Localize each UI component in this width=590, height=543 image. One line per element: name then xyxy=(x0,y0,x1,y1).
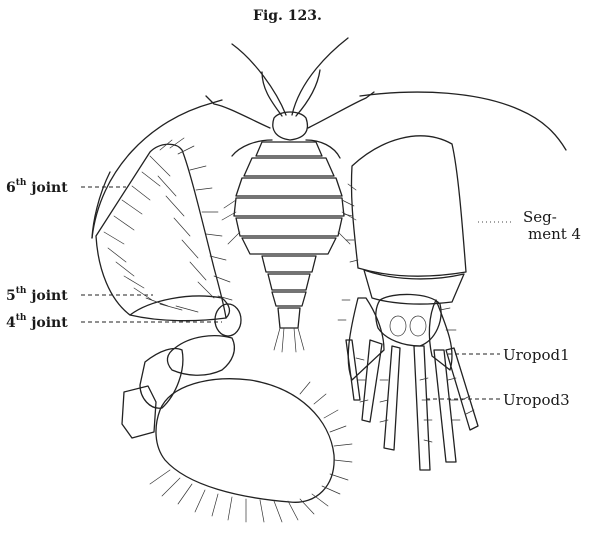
coxal-plate xyxy=(156,379,334,503)
antenna-left xyxy=(232,44,286,115)
appendage-drawing xyxy=(92,100,352,522)
antenna-right xyxy=(292,38,348,115)
posterior-detail-drawing xyxy=(338,136,478,470)
sixth-joint xyxy=(96,144,226,320)
basal-joint xyxy=(122,386,156,438)
dactyl-arc xyxy=(92,100,222,238)
telson xyxy=(376,294,441,346)
third-joint xyxy=(167,336,234,376)
uropod-3 xyxy=(414,346,430,470)
fourth-joint xyxy=(215,304,241,336)
segment-4-plate xyxy=(351,136,466,276)
head xyxy=(273,112,308,140)
